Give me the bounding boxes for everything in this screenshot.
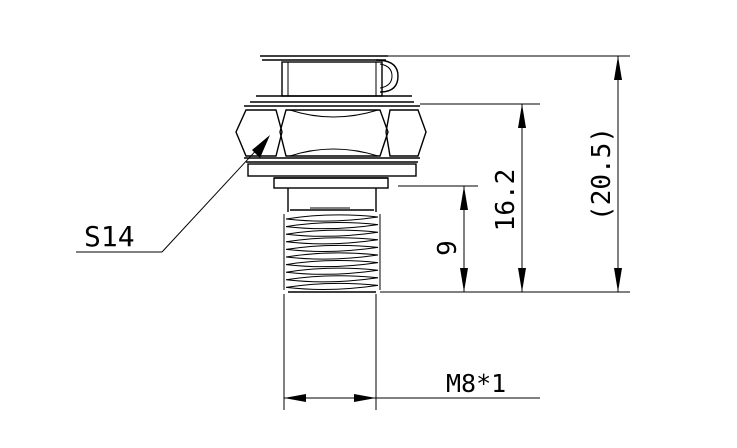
hex-nut <box>235 105 427 163</box>
thread-crest <box>285 267 379 275</box>
dim-thread-length-label: 9 <box>433 240 463 256</box>
threaded-stem <box>283 207 381 293</box>
thread-crest <box>285 229 379 237</box>
dim-thread-length: 9 <box>433 186 468 292</box>
extension-lines <box>380 55 630 293</box>
top-cap <box>250 55 414 103</box>
thread-spec-label: M8*1 <box>446 369 506 398</box>
thread-crest <box>285 252 379 260</box>
dim-overall-length-label: (20.5) <box>587 127 617 221</box>
hex-size-label: S14 <box>84 220 135 253</box>
dim-body-length-label: 16.2 <box>491 169 521 232</box>
thread-crest <box>285 237 379 245</box>
thread-crest <box>285 260 379 268</box>
thread-crest <box>285 282 379 290</box>
dim-overall-length: (20.5) <box>587 56 622 292</box>
thread-crest <box>285 244 379 252</box>
thread-dimension: M8*1 <box>283 294 540 410</box>
hex-size-leader: S14 <box>76 135 270 253</box>
thread-crest <box>285 214 379 222</box>
shoulder <box>247 163 417 212</box>
dim-body-length: 16.2 <box>491 104 526 292</box>
thread-crest <box>285 275 379 283</box>
thread-crest <box>285 222 379 230</box>
